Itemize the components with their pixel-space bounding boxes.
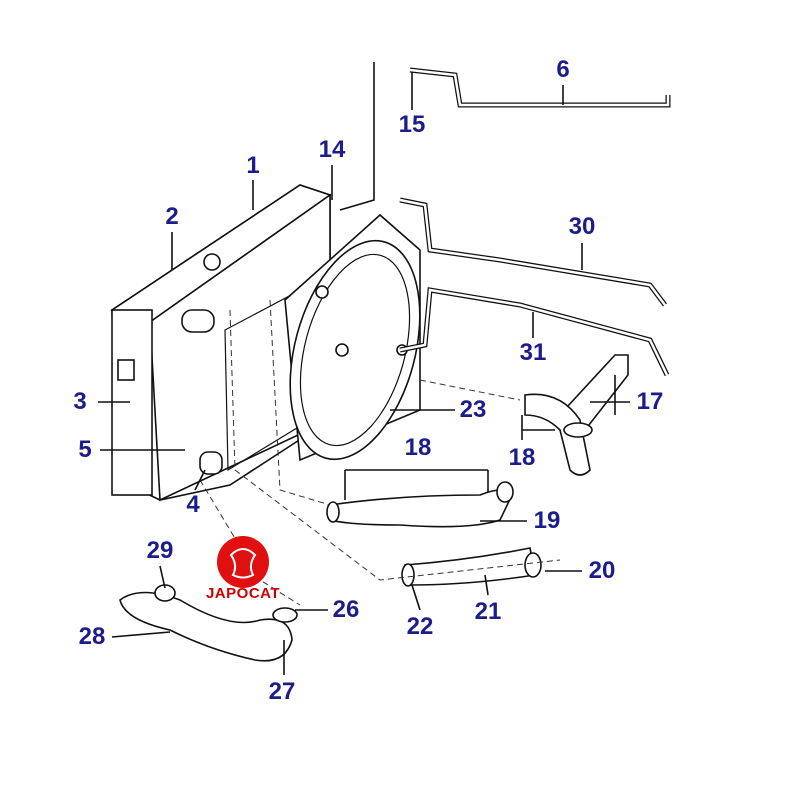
callout-19: 19 [533, 507, 561, 534]
callout-3: 3 [73, 388, 87, 415]
callout-6: 6 [556, 56, 570, 83]
callout-15: 15 [398, 111, 426, 138]
callout-23: 23 [459, 396, 487, 423]
callout-18a: 18 [404, 434, 432, 461]
callout-27: 27 [268, 678, 296, 705]
leader-lines [98, 72, 630, 675]
callout-2: 2 [165, 203, 179, 230]
callout-29: 29 [146, 537, 174, 564]
logo-text: JAPOCAT [205, 585, 281, 602]
fan-shroud [284, 213, 421, 462]
callout-20: 20 [588, 557, 616, 584]
callout-30: 30 [568, 213, 596, 240]
callout-17: 17 [636, 388, 664, 415]
callout-1: 1 [246, 152, 260, 179]
callout-26: 26 [332, 596, 360, 623]
callout-22: 22 [406, 613, 434, 640]
callout-31: 31 [519, 339, 547, 366]
radiator [110, 184, 332, 502]
japocat-logo: JAPOCAT [203, 535, 283, 605]
callout-4: 4 [186, 491, 200, 518]
callout-28: 28 [78, 623, 106, 650]
callout-5: 5 [78, 436, 92, 463]
callout-18b: 18 [508, 444, 536, 471]
callout-21: 21 [474, 598, 502, 625]
callout-14: 14 [318, 136, 346, 163]
